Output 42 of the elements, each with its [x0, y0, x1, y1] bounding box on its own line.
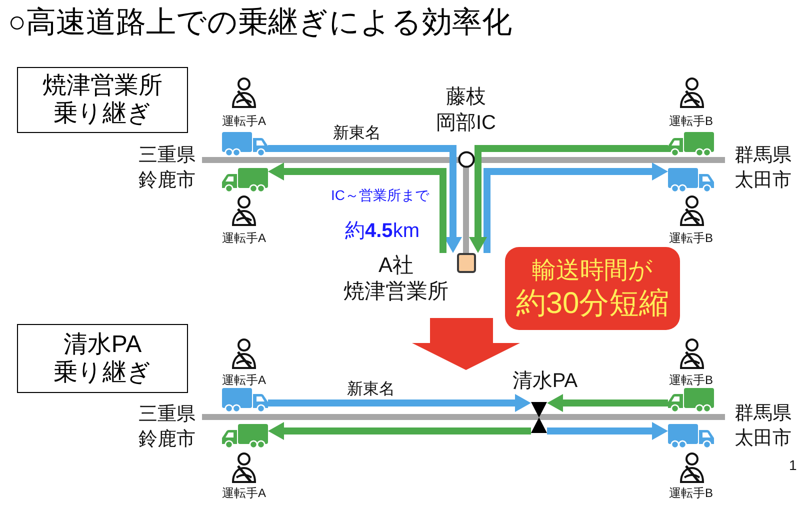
place-label: 三重県鈴鹿市: [138, 144, 196, 193]
callout-box: [505, 247, 680, 330]
truck-icon: [668, 388, 714, 413]
driver-label: 運転手B: [669, 487, 713, 500]
arrow: [547, 394, 668, 412]
arrow: [469, 145, 668, 253]
interchange-label: 藤枝岡部IC: [435, 85, 497, 136]
scenario-title: 焼津営業所乗り継ぎ: [42, 72, 164, 128]
arrow: [547, 422, 668, 440]
truck-icon: [222, 424, 268, 449]
callout-heading: 輸送時間が: [532, 256, 653, 286]
callout-text: 約30分短縮: [516, 286, 670, 322]
scenario-box: [17, 67, 188, 133]
page-number: 1: [789, 456, 797, 474]
driver-label: 運転手A: [222, 487, 266, 500]
place-label: 三重県鈴鹿市: [138, 403, 196, 452]
arrow: [268, 422, 531, 440]
truck-icon: [222, 132, 268, 157]
driver-label: 運転手B: [669, 232, 713, 245]
title: ○高速道路上での乗継ぎによる効率化: [8, 5, 512, 41]
place-label: 群馬県太田市: [734, 402, 792, 451]
distance-value: 約4.5km: [345, 219, 420, 244]
road-name-label: 新東名: [333, 124, 381, 144]
arrow: [268, 394, 531, 412]
truck-icon: [668, 424, 714, 449]
truck-icon: [668, 168, 714, 193]
parking-area-label: 清水PA: [512, 369, 578, 393]
road-name-label: 新東名: [347, 380, 395, 400]
truck-icon: [222, 168, 268, 193]
driver-label: 運転手A: [222, 232, 266, 245]
scenario-box: [17, 324, 188, 393]
distance-note: IC～営業所まで: [331, 186, 429, 204]
scenario-title: 清水PA乗り継ぎ: [52, 330, 152, 386]
arrow: [268, 145, 462, 253]
arrow: [484, 162, 668, 253]
truck-icon: [222, 388, 268, 413]
square-marker: [457, 253, 476, 273]
hourglass-marker: [531, 402, 547, 433]
office-label: A社焼津営業所: [342, 253, 450, 305]
arrow: [268, 162, 446, 253]
place-label: 群馬県太田市: [734, 144, 792, 193]
truck-icon: [668, 132, 714, 157]
